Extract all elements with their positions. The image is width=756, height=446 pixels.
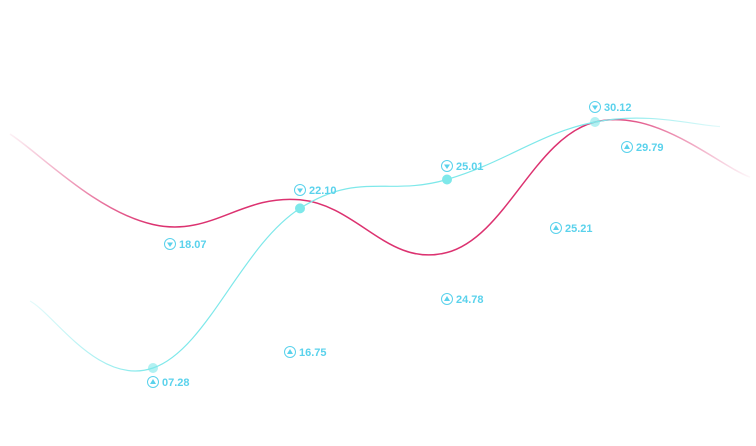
triangle-up-icon <box>444 296 450 301</box>
data-label-text: 07.28 <box>162 377 190 389</box>
data-labels: 18.07 22.10 25.01 30.12 07.28 16.75 24.78 25.21… <box>147 101 664 389</box>
triangle-up-icon <box>624 144 630 149</box>
data-label: 07.28 <box>147 376 190 389</box>
data-label-text: 25.01 <box>456 161 484 173</box>
data-label: 22.10 <box>294 184 337 197</box>
triangle-down-icon <box>441 160 453 172</box>
data-label-text: 29.79 <box>636 142 664 154</box>
data-label: 18.07 <box>164 238 207 251</box>
data-label-text: 16.75 <box>299 347 327 359</box>
triangle-up-icon <box>621 141 633 153</box>
data-points <box>148 117 600 373</box>
data-label-text: 30.12 <box>604 102 632 114</box>
triangle-up-icon <box>150 379 156 384</box>
triangle-down-icon <box>589 101 601 113</box>
triangle-down-icon <box>294 184 306 196</box>
triangle-up-icon <box>147 376 159 388</box>
triangle-down-icon <box>297 188 303 193</box>
data-label: 30.12 <box>589 101 632 114</box>
data-label-text: 24.78 <box>456 294 484 306</box>
data-label: 25.21 <box>550 222 593 235</box>
data-point <box>590 117 600 127</box>
triangle-up-icon <box>441 293 453 305</box>
series-line-cyan <box>29 117 721 372</box>
data-label: 24.78 <box>441 293 484 306</box>
triangle-down-icon <box>167 242 173 247</box>
data-label: 29.79 <box>621 141 664 154</box>
series-lines <box>9 117 751 372</box>
data-label-text: 18.07 <box>179 239 207 251</box>
triangle-up-icon <box>553 225 559 230</box>
data-label: 16.75 <box>284 346 327 359</box>
series-line-red <box>9 118 751 256</box>
data-point <box>148 363 158 373</box>
triangle-down-icon <box>164 238 176 250</box>
triangle-up-icon <box>287 349 293 354</box>
data-label-text: 25.21 <box>565 223 593 235</box>
triangle-down-icon <box>592 105 598 110</box>
triangle-down-icon <box>444 164 450 169</box>
data-label-text: 22.10 <box>309 185 337 197</box>
data-label: 25.01 <box>441 160 484 173</box>
triangle-up-icon <box>550 222 562 234</box>
data-point <box>295 203 305 214</box>
triangle-up-icon <box>284 346 296 358</box>
data-point <box>442 174 452 185</box>
